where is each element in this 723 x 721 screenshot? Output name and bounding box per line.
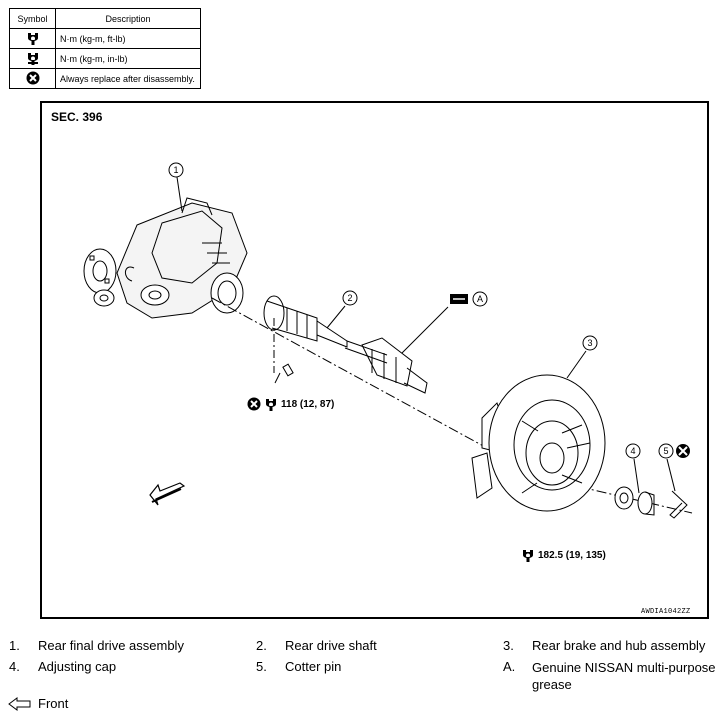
figure-code: AWDIA1042ZZ (641, 608, 691, 616)
callout-2-label: 2 (347, 293, 352, 303)
torque-wrench-ftlb-icon (266, 399, 276, 411)
legend-description: N·m (kg-m, ft-lb) (55, 28, 201, 49)
torque-spec-hub-nut: 182.5 (19, 135) (520, 548, 606, 562)
exploded-view-drawing: 1 2 3 4 5 A (83, 162, 693, 519)
legend-header-symbol: Symbol (9, 8, 56, 29)
torque-value: 118 (12, 87) (281, 398, 335, 410)
callout-1-label: 1 (173, 165, 178, 175)
torque-wrench-ftlb-icon (523, 550, 533, 562)
always-replace-icon (9, 68, 56, 89)
symbol-legend-table: Symbol Description N·m (kg-m, ft-lb) N·m… (9, 8, 201, 89)
legend-description: Always replace after disassembly. (55, 68, 201, 89)
rear-drive-shaft (263, 295, 428, 394)
callout-2: 2 (342, 290, 358, 306)
part-label: Cotter pin (285, 659, 342, 674)
part-number: 2. (256, 638, 267, 653)
callout-1: 1 (168, 162, 184, 178)
part-number: A. (503, 659, 516, 674)
grease-icon (450, 294, 468, 304)
torque-value: 182.5 (19, 135) (538, 549, 606, 561)
part-label: Adjusting cap (38, 659, 117, 674)
callout-5: 5 (658, 443, 674, 459)
callout-3-label: 3 (587, 338, 592, 348)
torque-wrench-ftlb-icon (9, 28, 56, 49)
drive-shaft-bolt (274, 363, 294, 384)
torque-spec-drive-shaft-bolt: 118 (12, 87) (247, 397, 334, 411)
rear-brake-and-hub-assembly (471, 374, 606, 512)
callout-5-label: 5 (663, 446, 668, 456)
part-label: Rear brake and hub assembly (532, 638, 706, 653)
legend-description: N·m (kg-m, in-lb) (55, 48, 201, 69)
section-title: SEC. 396 (51, 110, 103, 124)
part-number: 3. (503, 638, 514, 653)
part-label: Rear final drive assembly (38, 638, 184, 653)
hub-nut (614, 486, 634, 510)
callout-4: 4 (625, 443, 641, 459)
rear-final-drive-assembly (83, 197, 248, 319)
always-replace-icon (247, 397, 261, 411)
callout-4-label: 4 (630, 446, 635, 456)
front-arrow-icon (149, 482, 186, 506)
adjusting-cap (637, 491, 655, 516)
part-number: 1. (9, 638, 20, 653)
cotter-pin (669, 490, 688, 519)
legend-header-description: Description (55, 8, 201, 29)
always-replace-icon (676, 444, 690, 458)
part-label: Genuine NISSAN multi-purpose grease (532, 660, 716, 692)
callout-a: A (472, 291, 488, 307)
front-arrow-icon (8, 697, 31, 711)
callout-3: 3 (582, 335, 598, 351)
part-label: Rear drive shaft (285, 638, 377, 653)
front-label: Front (38, 696, 69, 711)
callout-a-label: A (477, 294, 483, 304)
part-number: 5. (256, 659, 267, 674)
diagram-frame (40, 101, 709, 619)
torque-wrench-inlb-icon (9, 48, 56, 69)
part-number: 4. (9, 659, 20, 674)
